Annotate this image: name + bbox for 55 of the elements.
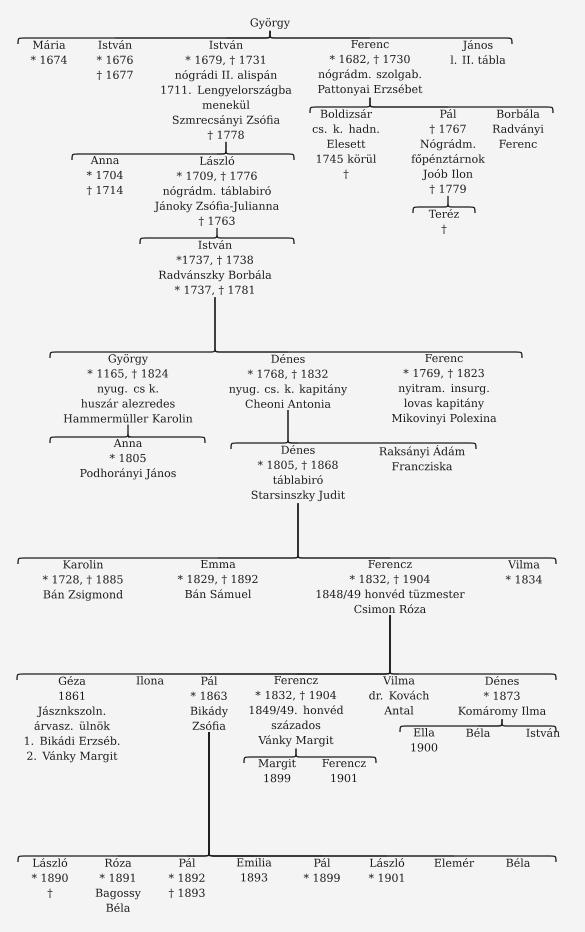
person-entry: István * 1679, † 1731 nógrádi II. alispán 1711. Lengyelországba menekül Szmrecsányi Zsófia † 1778 xyxy=(162,40,292,140)
person-entry: Raksányi Ádám Francziska xyxy=(379,445,465,470)
brace xyxy=(369,96,554,114)
brace xyxy=(208,731,557,863)
brace xyxy=(297,502,557,565)
brace xyxy=(216,141,295,161)
person-entry: Emma * 1829, † 1892 Bán Sámuel xyxy=(178,560,258,598)
person-entry: István *1737, † 1738 Radvánszky Borbála * 1737, † 1781 xyxy=(158,240,272,296)
person-entry: Elemér xyxy=(434,858,474,867)
brace xyxy=(287,409,477,450)
brace xyxy=(295,748,377,764)
person-entry: Pál * 1899 xyxy=(304,858,340,882)
person-entry: Ferenc * 1682, † 1730 nógrádm. szolgab. Pattonyai Erzsébet xyxy=(318,40,422,96)
brace xyxy=(269,30,513,45)
person-entry: Ilona xyxy=(136,676,164,685)
person-entry: Pál * 1892 † 1893 xyxy=(168,858,205,898)
brace xyxy=(389,614,557,681)
person-entry: Vilma dr. Kovách Antal xyxy=(369,676,430,715)
person-entry: Dénes * 1805, † 1868 táblabiró Starsinszky Judit xyxy=(252,445,346,502)
person-entry: György xyxy=(250,18,290,29)
person-entry: Margit 1899 xyxy=(258,759,296,782)
person-entry: István * 1676 † 1677 xyxy=(96,40,133,80)
person-entry: Anna * 1704 † 1714 xyxy=(86,156,123,196)
person-entry: György * 1165, † 1824 nyug. cs k. huszár alezredes Hammermüller Karolin xyxy=(64,354,192,423)
person-entry: Róza * 1891 Bagossy Béla xyxy=(96,858,141,912)
person-entry: Ferenc * 1769, † 1823 nyitram. insurg. lovas kapitány Mikovinyi Polexina xyxy=(392,354,496,424)
person-entry: Béla xyxy=(466,728,490,737)
person-entry: Ferencz 1901 xyxy=(322,759,366,782)
brace xyxy=(412,195,476,214)
person-entry: Dénes * 1873 Komáromy Ilma xyxy=(458,676,546,718)
person-entry: Karolin * 1728, † 1885 Bán Zsigmond xyxy=(42,560,123,601)
person-entry: Ferencz * 1832, † 1904 1848/49 honvéd tüzmester Csimon Róza xyxy=(316,560,465,614)
person-entry: Béla xyxy=(506,858,530,867)
person-entry: Vilma * 1834 xyxy=(506,560,542,584)
person-entry: Teréz † xyxy=(428,209,459,234)
person-entry: Dénes * 1768, † 1832 nyug. cs. k. kapitány Cheoni Antonia xyxy=(229,354,348,408)
person-entry: Borbála Radványi Ferenc xyxy=(492,109,544,148)
person-entry: László * 1890 † xyxy=(32,858,68,898)
person-entry: Pál † 1767 Nógrádm. főpénztárnok Joób Ilon † 1779 xyxy=(412,109,485,194)
person-entry: János l. II. tábla xyxy=(450,40,506,64)
person-entry: László * 1901 xyxy=(368,858,404,882)
person-entry: Emilia 1893 xyxy=(236,858,272,882)
person-entry: Ella 1900 xyxy=(411,728,438,752)
brace xyxy=(501,718,557,733)
person-entry: István xyxy=(526,728,560,737)
person-entry: Pál * 1863 Bikády Zsófia xyxy=(190,676,228,730)
brace xyxy=(139,227,295,245)
brace xyxy=(49,424,206,444)
brace xyxy=(214,296,523,359)
person-entry: Mária * 1674 xyxy=(30,40,67,64)
person-entry: László * 1709, † 1776 nógrádm. táblabiró Jánoky Zsófia-Julianna † 1763 xyxy=(154,156,279,226)
person-entry: Anna * 1805 Podhorányi János xyxy=(80,439,176,480)
person-entry: Géza 1861 Jásznkszoln. árvasz. ülnök 1. Bikádi Erzséb. 2. Vánky Margit xyxy=(24,676,120,762)
person-entry: Ferencz * 1832, † 1904 1849/49. honvéd százados Vánky Margit xyxy=(250,676,344,746)
person-entry: Boldizsár cs. k. hadn. Elesett 1745 körül † xyxy=(312,109,379,179)
